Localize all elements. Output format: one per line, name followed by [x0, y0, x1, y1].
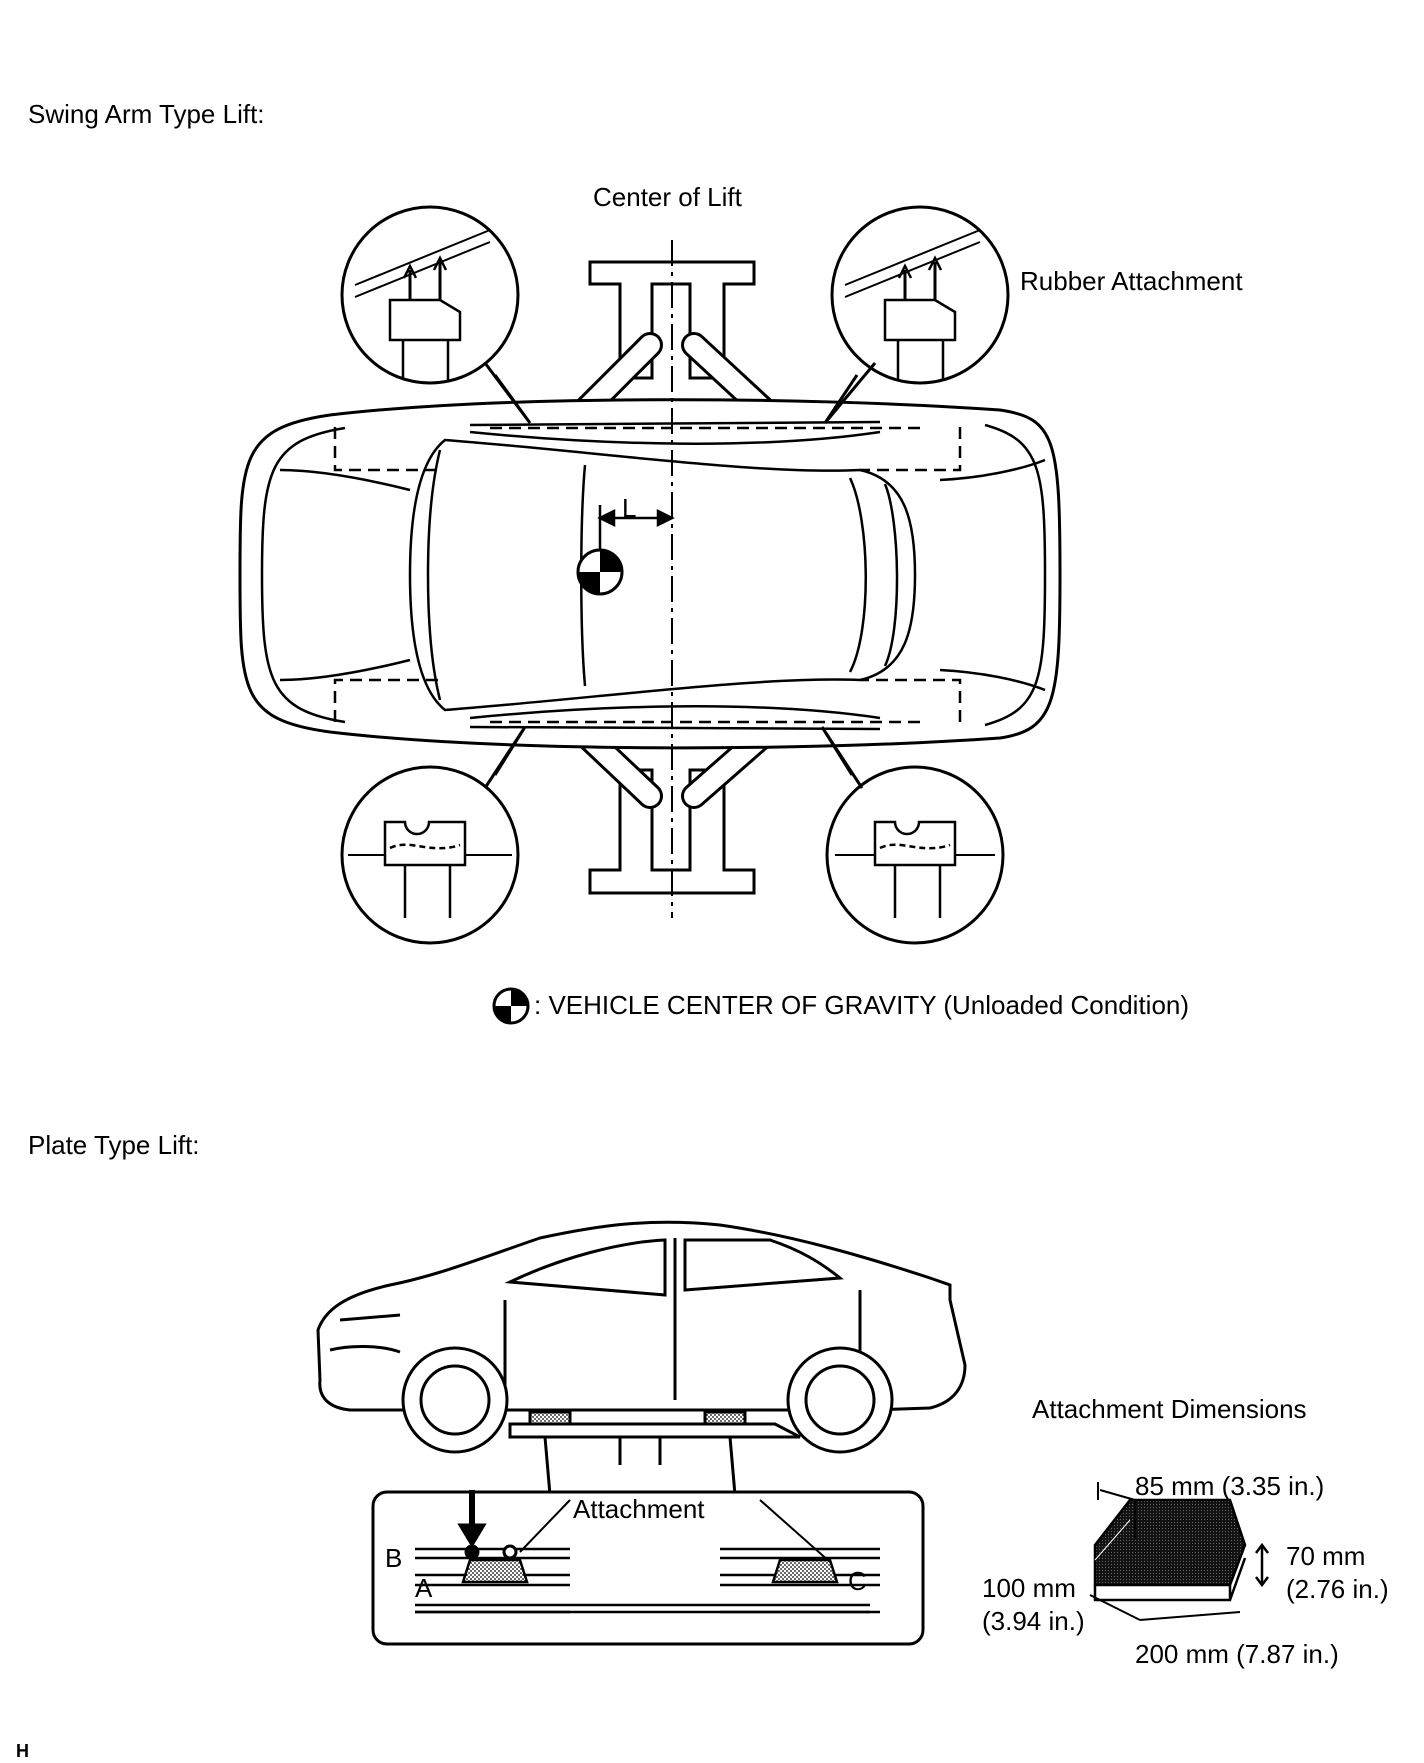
attachment-height-mm-label: 70 mm: [1286, 1541, 1366, 1571]
lift-point-outline: [333, 426, 962, 724]
rubber-attachment-detail-front-left: [340, 205, 532, 424]
plate-lift: [508, 1410, 801, 1496]
footer-code: H: [16, 1741, 29, 1761]
car-side-view: [316, 1220, 967, 1454]
attachment-depth-mm-label: 100 mm: [982, 1573, 1076, 1603]
l-dimension-arrow: [597, 505, 675, 555]
plate-detail-inset: [371, 1490, 925, 1646]
center-of-lift-label: Center of Lift: [593, 182, 742, 212]
center-of-gravity-legend-icon: [492, 987, 530, 1025]
attachment-dimensions-title: Attachment Dimensions: [1032, 1394, 1307, 1424]
lift-point-detail-rear-left: [340, 726, 527, 945]
car-top-view: [238, 398, 1062, 750]
rubber-attachment-label: Rubber Attachment: [1020, 266, 1243, 296]
rubber-attachment-detail-front-right: [823, 205, 1010, 424]
attachment-length-label: 200 mm (7.87 in.): [1135, 1639, 1339, 1669]
lift-point-detail-rear-right: [820, 726, 1005, 945]
swing-arm-section-title: Swing Arm Type Lift:: [28, 99, 265, 129]
point-c-label: C: [848, 1566, 867, 1596]
point-a-label: A: [415, 1573, 433, 1603]
attachment-label: Attachment: [573, 1494, 705, 1524]
center-of-gravity-icon: [576, 548, 624, 596]
l-dimension-label: L: [622, 493, 637, 523]
attachment-block-icon: [1089, 1482, 1269, 1621]
center-of-gravity-legend-text: : VEHICLE CENTER OF GRAVITY (Unloaded Co…: [534, 990, 1190, 1020]
attachment-height-in-label: (2.76 in.): [1286, 1574, 1389, 1604]
plate-section-title: Plate Type Lift:: [28, 1130, 200, 1160]
point-b-label: B: [385, 1543, 403, 1573]
attachment-width-label: 85 mm (3.35 in.): [1135, 1471, 1325, 1501]
attachment-depth-in-label: (3.94 in.): [982, 1606, 1085, 1636]
